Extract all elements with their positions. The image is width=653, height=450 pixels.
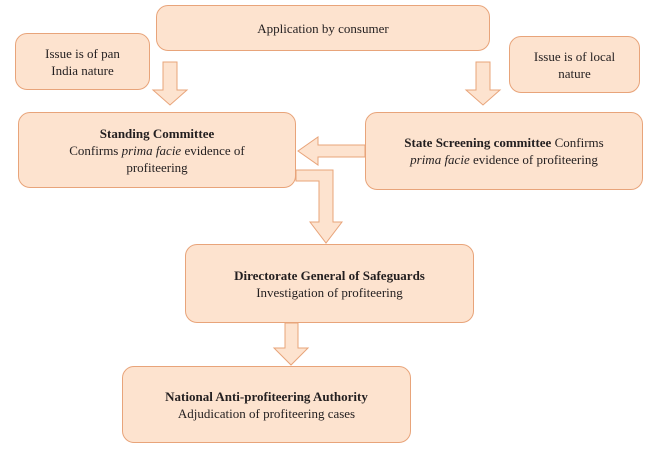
node-state-screening-line1: State Screening committee Confirms: [404, 135, 604, 150]
node-pan-india-line1: Issue is of pan: [45, 45, 120, 61]
arrow-dg-to-napa: [272, 322, 310, 366]
arrow-pan-to-standing: [151, 61, 189, 106]
arrow-state-to-standing: [297, 136, 366, 166]
node-local-line1: Issue is of local: [533, 48, 616, 64]
node-napa-line2: Adjudication of profiteering cases: [177, 405, 356, 421]
node-state-screening-line2: prima facie evidence of profiteering: [410, 152, 598, 167]
node-state-screening: State Screening committee Confirms prima…: [365, 112, 643, 190]
node-local-line2: nature: [558, 65, 591, 81]
node-dg-safeguards-line2: Investigation of profiteering: [256, 284, 403, 300]
node-napa: National Anti-profiteering Authority Adj…: [122, 366, 411, 443]
node-standing-committee-line2: profiteering: [126, 159, 188, 175]
node-dg-safeguards-title: Directorate General of Safeguards: [234, 267, 425, 283]
node-napa-title: National Anti-profiteering Authority: [165, 388, 368, 404]
node-local: Issue is of local nature: [509, 36, 640, 93]
node-pan-india: Issue is of pan India nature: [15, 33, 150, 90]
node-standing-committee: Standing Committee Confirms prima facie …: [18, 112, 296, 188]
node-dg-safeguards: Directorate General of Safeguards Invest…: [185, 244, 474, 323]
arrow-standing-to-dg: [295, 169, 344, 244]
node-application-text: Application by consumer: [257, 20, 389, 36]
node-standing-committee-line1: Confirms prima facie evidence of: [69, 142, 245, 158]
node-application: Application by consumer: [156, 5, 490, 51]
node-standing-committee-title: Standing Committee: [99, 125, 215, 141]
node-pan-india-line2: India nature: [51, 62, 114, 78]
arrow-local-to-state: [464, 61, 502, 106]
